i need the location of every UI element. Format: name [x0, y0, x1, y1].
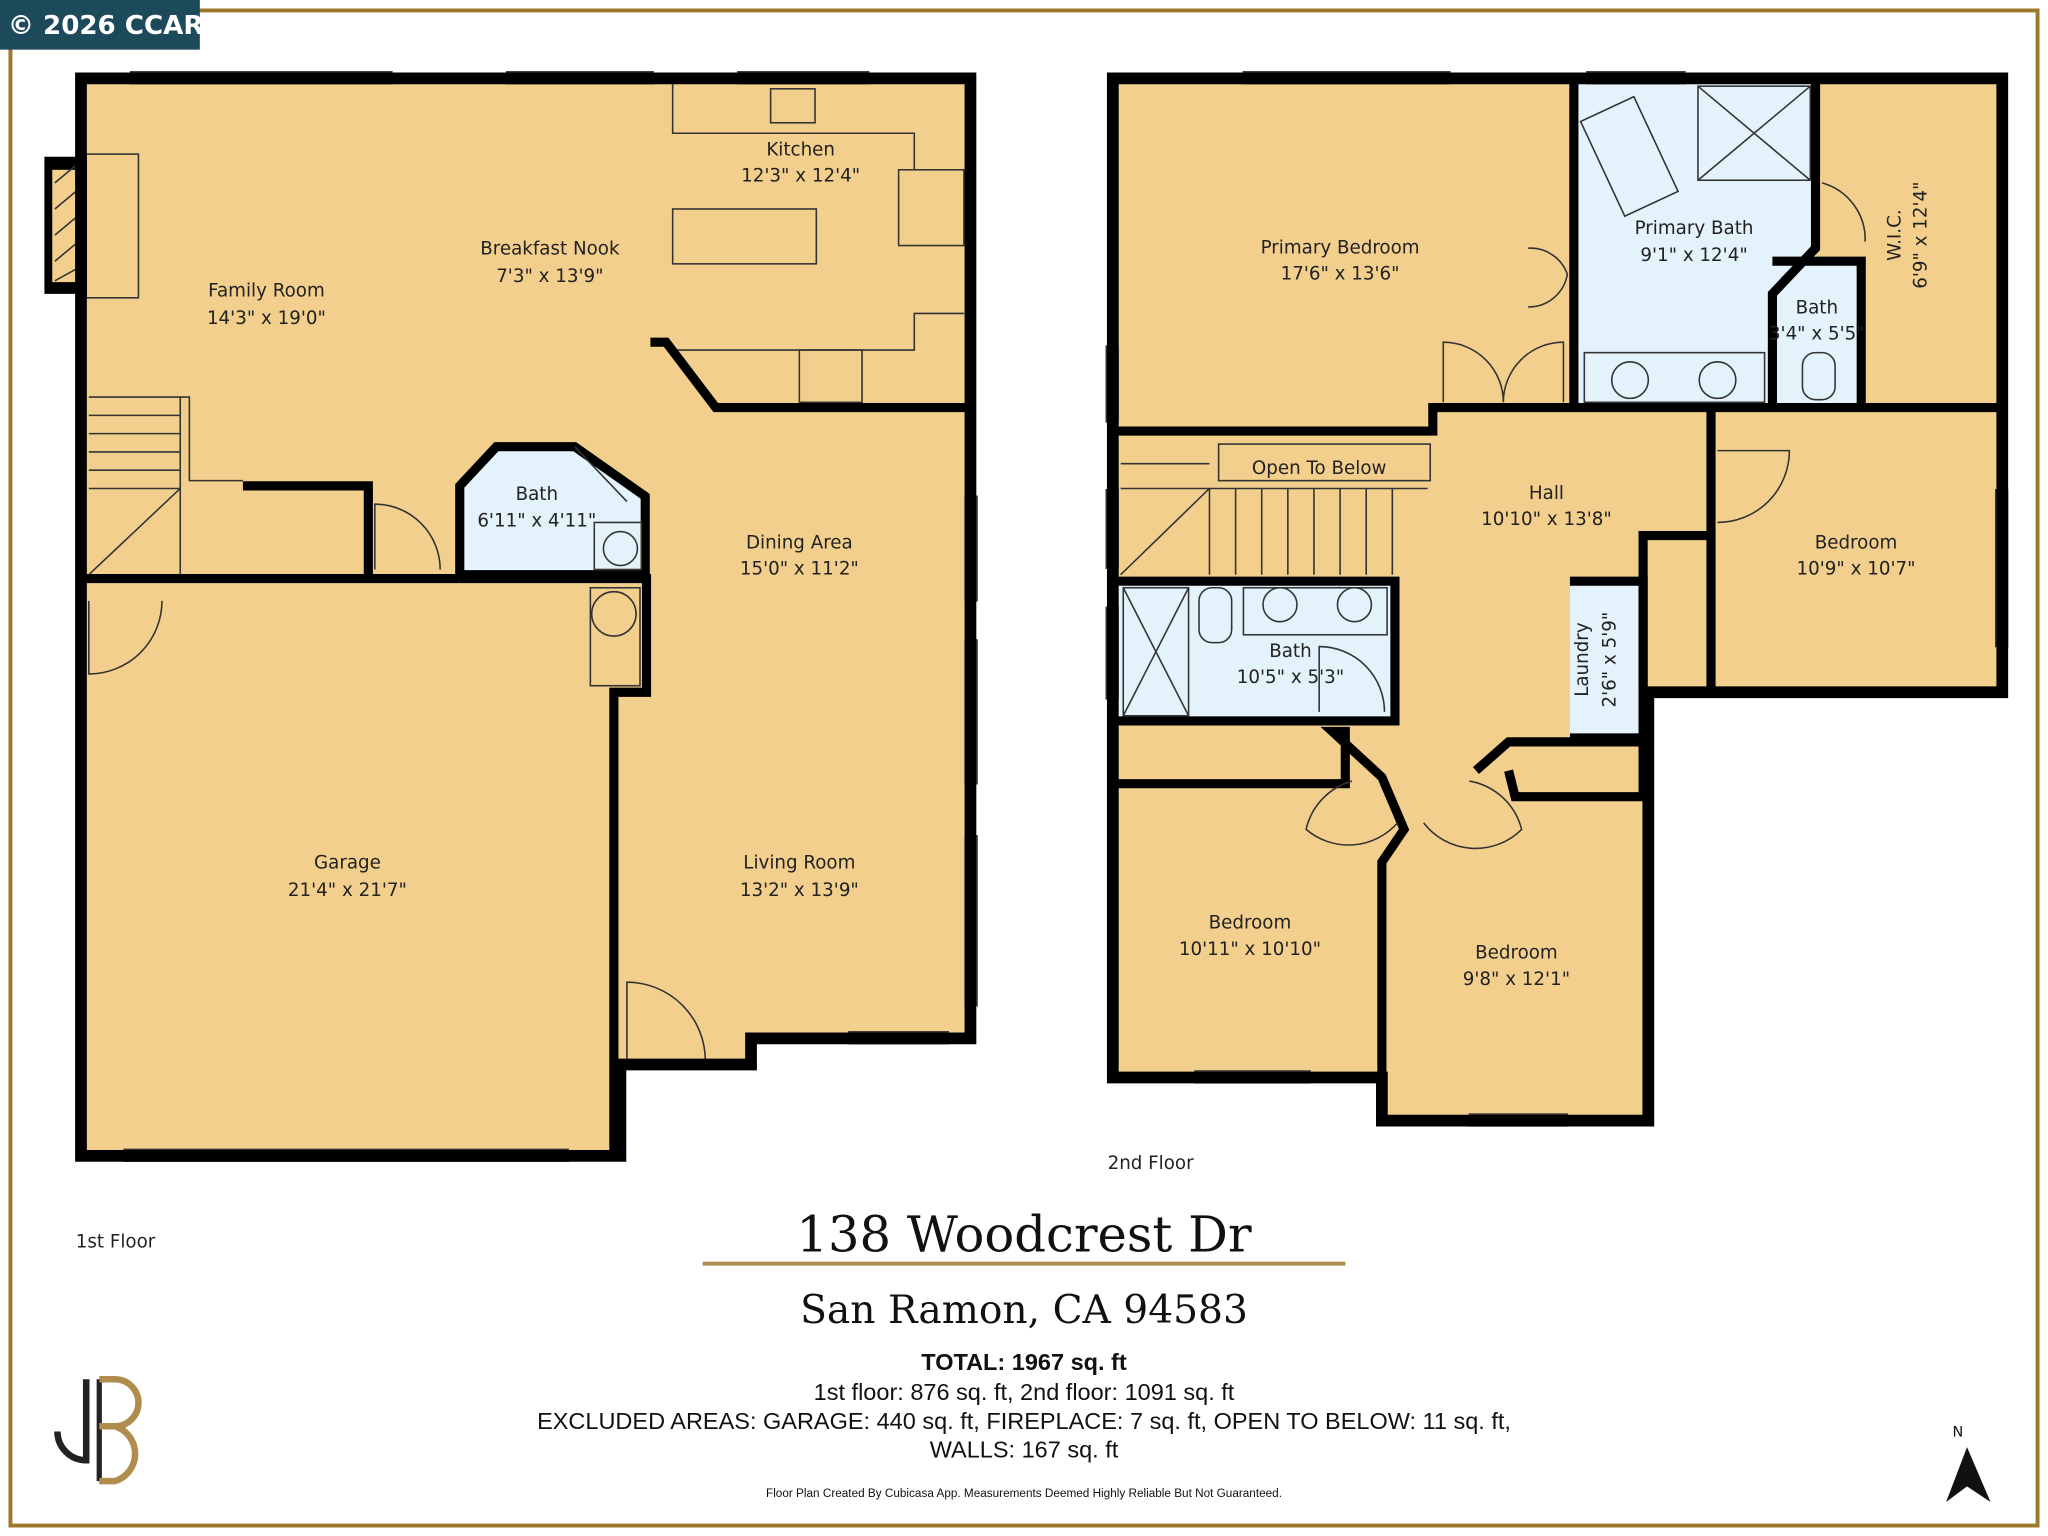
- room-name-family-room: Family Room: [208, 280, 325, 301]
- room-name-kitchen: Kitchen: [766, 139, 835, 160]
- room-name-hall: Hall: [1529, 483, 1564, 504]
- floor-areas: 1st floor: 876 sq. ft, 2nd floor: 1091 s…: [814, 1379, 1235, 1405]
- room-name-bath-small: Bath: [1796, 297, 1838, 318]
- room-size-wic: 6'9" x 12'4": [1911, 181, 1932, 288]
- room-size-family-room: 14'3" x 19'0": [207, 308, 326, 329]
- room-size-bedroom-east: 10'9" x 10'7": [1797, 559, 1916, 580]
- room-size-hall-bath: 10'5" x 5'3": [1237, 667, 1344, 688]
- room-size-kitchen: 12'3" x 12'4": [741, 166, 860, 187]
- address-street: 138 Woodcrest Dr: [796, 1205, 1252, 1263]
- room-size-dining-area: 15'0" x 11'2": [740, 559, 859, 580]
- room-name-wic: W.I.C.: [1884, 209, 1905, 261]
- north-arrow-icon: N: [1946, 1425, 1991, 1503]
- room-name-breakfast-nook: Breakfast Nook: [480, 239, 620, 260]
- second-floor-plan: [1105, 71, 2009, 1127]
- kitchen-sink: [769, 88, 816, 124]
- room-size-bath: 6'11" x 4'11": [477, 510, 596, 531]
- first-floor-plan: [44, 71, 978, 1162]
- first-floor-stairs: [88, 396, 243, 576]
- total-area: TOTAL: 1967 sq. ft: [921, 1349, 1127, 1375]
- room-name-bedroom-east: Bedroom: [1815, 533, 1898, 554]
- kitchen-island: [671, 208, 818, 265]
- open-to-below-label: Open To Below: [1252, 458, 1387, 479]
- excluded-areas: EXCLUDED AREAS: GARAGE: 440 sq. ft, FIRE…: [537, 1408, 1511, 1434]
- copyright-badge: © 2026 CCAR: [0, 0, 203, 50]
- first-floor-labels: Kitchen 12'3" x 12'4" Breakfast Nook 7'3…: [76, 139, 860, 1252]
- room-name-bedroom-southwest: Bedroom: [1209, 913, 1292, 934]
- room-name-primary-bedroom: Primary Bedroom: [1261, 237, 1420, 258]
- gold-frame: [8, 8, 2040, 1528]
- second-floor-labels: Primary Bedroom 17'6" x 13'6" Primary Ba…: [1108, 181, 1932, 1174]
- room-name-living-room: Living Room: [743, 853, 855, 874]
- walls-area: WALLS: 167 sq. ft: [930, 1437, 1119, 1463]
- title-underline: [702, 1261, 1346, 1266]
- room-size-breakfast-nook: 7'3" x 13'9": [496, 266, 603, 287]
- room-name-bath: Bath: [516, 484, 558, 505]
- north-label: N: [1953, 1425, 1964, 1441]
- room-name-hall-bath: Bath: [1269, 641, 1311, 662]
- room-name-primary-bath: Primary Bath: [1635, 218, 1754, 239]
- room-name-laundry: Laundry: [1572, 622, 1593, 697]
- room-name-bedroom-south: Bedroom: [1475, 943, 1558, 964]
- copyright-text: © 2026 CCAR: [8, 11, 204, 41]
- room-size-garage: 21'4" x 21'7": [288, 880, 407, 901]
- second-floor-stairs: [1120, 443, 1431, 576]
- room-size-primary-bedroom: 17'6" x 13'6": [1281, 264, 1400, 285]
- room-size-hall: 10'10" x 13'8": [1481, 509, 1612, 530]
- room-size-laundry: 2'6" x 5'9": [1600, 612, 1621, 708]
- first-floor-label: 1st Floor: [76, 1231, 156, 1252]
- room-size-primary-bath: 9'1" x 12'4": [1640, 245, 1747, 266]
- room-size-living-room: 13'2" x 13'9": [740, 880, 859, 901]
- room-size-bedroom-southwest: 10'11" x 10'10": [1179, 939, 1321, 960]
- room-name-dining-area: Dining Area: [746, 533, 853, 554]
- first-floor-bath: [459, 446, 646, 575]
- second-floor-label: 2nd Floor: [1108, 1153, 1195, 1174]
- jb-logo: [54, 1376, 142, 1485]
- address-city: San Ramon, CA 94583: [800, 1288, 1248, 1333]
- room-size-bath-small: 3'4" x 5'5": [1769, 324, 1865, 345]
- room-size-bedroom-south: 9'8" x 12'1": [1463, 969, 1570, 990]
- title-block: 138 Woodcrest Dr San Ramon, CA 94583 TOT…: [537, 1205, 1511, 1500]
- disclaimer: Floor Plan Created By Cubicasa App. Meas…: [766, 1487, 1282, 1500]
- room-name-garage: Garage: [314, 853, 381, 874]
